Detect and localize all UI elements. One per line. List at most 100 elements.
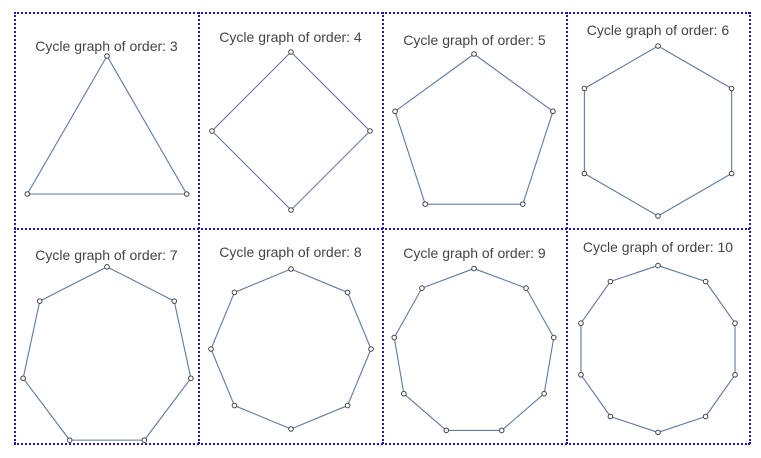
cycle-vertex: [344, 289, 351, 296]
cycle-vertex: [607, 413, 614, 420]
cycle-vertex: [104, 53, 110, 59]
cycle-graph-5: [392, 51, 556, 207]
cell-title: Cycle graph of order: 10: [582, 239, 734, 255]
cycle-edge: [610, 265, 659, 283]
cycle-edge: [421, 268, 475, 289]
cycle-graph-cell-3: Cycle graph of order: 3: [15, 13, 198, 228]
cycle-vertex: [655, 262, 661, 269]
cycle-vertex: [732, 371, 738, 378]
cycle-vertex: [188, 375, 194, 382]
cycle-graph-8: [208, 266, 374, 432]
cell-title: Cycle graph of order: 7: [35, 247, 178, 263]
cycle-vertex: [419, 285, 425, 291]
cycle-vertex: [208, 346, 214, 352]
cycle-vertex: [498, 427, 505, 434]
cycle-vertex: [231, 402, 238, 409]
cycle-graph-cell-4: Cycle graph of order: 4: [199, 13, 382, 228]
cycle-edge: [394, 53, 475, 112]
cycle-vertex: [732, 320, 738, 327]
cycle-edge: [106, 55, 188, 195]
cell-title: Cycle graph of order: 9: [403, 245, 546, 261]
cycle-edge: [657, 415, 706, 433]
cycle-vertex: [471, 265, 477, 272]
cycle-vertex: [550, 334, 557, 341]
cycle-vertex: [367, 128, 373, 134]
cycle-edge: [394, 111, 426, 205]
cycle-vertex: [728, 85, 735, 92]
cycle-vertex: [288, 266, 294, 272]
cycle-vertex: [443, 427, 450, 434]
cycle-vertex: [581, 170, 588, 177]
cycle-edge: [543, 337, 555, 394]
cycle-edge: [610, 415, 659, 433]
cycle-edge: [501, 393, 545, 431]
cycle-edge: [522, 111, 554, 205]
cycle-edge: [290, 268, 348, 293]
cycle-vertex: [655, 429, 661, 436]
cycle-vertex: [24, 191, 31, 197]
cycle-vertex: [401, 390, 407, 397]
cycle-vertex: [209, 128, 215, 134]
cycle-vertex: [392, 108, 398, 115]
grid-border-col-2: [382, 12, 384, 444]
cycle-graph-cell-8: Cycle graph of order: 8: [199, 229, 382, 443]
cycle-edge: [210, 348, 235, 406]
cycle-graph-10: [578, 262, 738, 436]
cycle-edge: [473, 268, 527, 289]
cycle-vertex: [578, 320, 584, 327]
cycle-vertex: [288, 49, 294, 55]
cycle-vertex: [519, 201, 526, 207]
cycle-edge: [580, 374, 611, 417]
cycle-vertex: [541, 390, 547, 397]
cycle-edge: [234, 405, 292, 430]
cycle-edge: [22, 301, 41, 379]
cycle-vertex: [288, 426, 294, 432]
cycle-vertex: [550, 108, 556, 115]
cycle-edge: [290, 405, 348, 430]
cycle-edge: [22, 377, 71, 441]
grid-border-bottom: [14, 443, 750, 445]
cycle-edge: [26, 55, 108, 195]
cycle-vertex: [607, 278, 614, 285]
grid-border-col-3: [566, 12, 568, 444]
cycle-edge: [657, 45, 732, 89]
cycle-graph-6: [581, 43, 735, 219]
cycle-graph-cell-9: Cycle graph of order: 9: [383, 229, 566, 443]
cycle-edge: [39, 266, 108, 302]
cycle-graph-cell-6: Cycle graph of order: 6: [567, 13, 749, 228]
cycle-vertex: [391, 334, 398, 341]
cycle-vertex: [523, 285, 529, 291]
cycle-graph-4: [209, 49, 373, 213]
cycle-edge: [584, 173, 659, 217]
cell-title: Cycle graph of order: 4: [219, 29, 362, 45]
cell-title: Cycle graph of order: 3: [35, 38, 178, 54]
cycle-edge: [347, 292, 372, 350]
cycle-edge: [705, 374, 736, 417]
grid-border-col-1: [198, 12, 200, 444]
cycle-graph-cell-7: Cycle graph of order: 7: [15, 229, 198, 443]
cycle-vertex: [20, 375, 26, 382]
cycle-edge: [657, 173, 732, 217]
cycle-edge: [210, 292, 235, 350]
cycle-vertex: [471, 51, 477, 57]
cycle-vertex: [702, 413, 709, 420]
cycle-vertex: [36, 298, 43, 304]
grid-border-left: [14, 12, 16, 444]
cycle-edge: [657, 265, 706, 283]
cycle-vertex: [171, 298, 178, 304]
cycle-vertex: [288, 207, 294, 213]
grid-border-right: [749, 12, 751, 444]
cycle-vertex: [141, 437, 148, 443]
cycle-graph-3: [24, 53, 190, 197]
cycle-edge: [403, 393, 447, 431]
cycle-edge: [143, 377, 192, 441]
cycle-vertex: [578, 371, 584, 378]
cycle-edge: [705, 281, 736, 324]
cell-title: Cycle graph of order: 8: [219, 244, 362, 260]
cycle-edge: [580, 281, 611, 324]
cycle-edge: [290, 51, 371, 132]
cycle-edge: [173, 301, 192, 379]
cycle-edge: [211, 130, 292, 211]
cycle-vertex: [183, 191, 190, 197]
